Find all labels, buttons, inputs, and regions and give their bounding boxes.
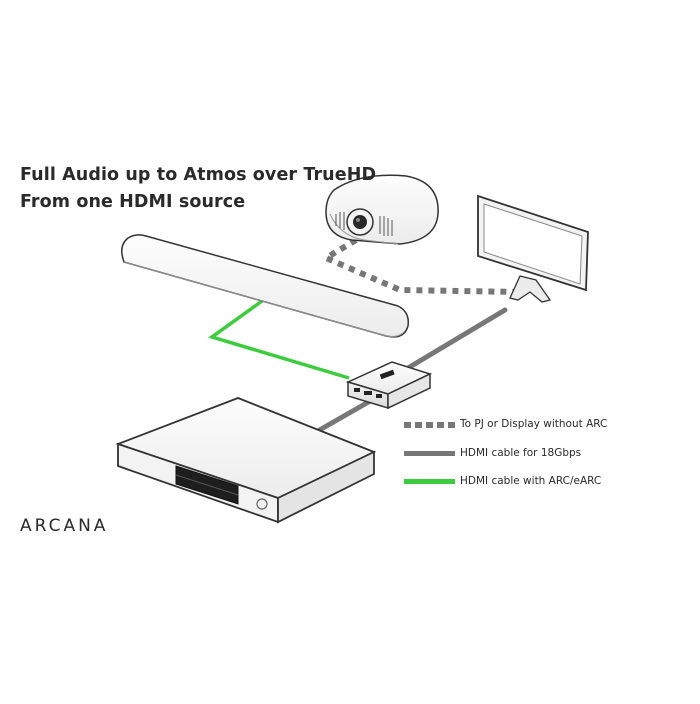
brand-logo: ARCANA [20, 516, 109, 536]
arc-earc-cable [208, 299, 350, 380]
tv-display-icon [477, 194, 589, 303]
legend-swatch-grey [404, 451, 455, 456]
cable-adapter-to-display [405, 307, 508, 371]
tv-stand [509, 275, 552, 303]
legend-swatch-green [404, 479, 455, 484]
legend-label-grey: HDMI cable for 18Gbps [460, 447, 582, 459]
hdmi-18gbps-cable [313, 307, 508, 435]
legend-label-dashed: To PJ or Display without ARC [460, 418, 608, 430]
pj-display-dashed-cable [319, 237, 521, 295]
bluray-player-icon [115, 397, 377, 524]
cable-player-to-adapter [313, 397, 375, 435]
legend [404, 422, 455, 484]
cable-soundbar-to-adapter [208, 299, 350, 380]
cable-projector-to-display [319, 237, 521, 295]
headline-line-1: Full Audio up to Atmos over TrueHD [20, 165, 377, 185]
legend-label-green: HDMI cable with ARC/eARC [460, 475, 602, 487]
headline-line-2: From one HDMI source [20, 192, 246, 212]
soundbar-icon [121, 234, 410, 338]
hdmi-adapter-icon [345, 361, 433, 410]
legend-swatch-dashed [404, 422, 455, 428]
projector-icon [325, 174, 439, 245]
